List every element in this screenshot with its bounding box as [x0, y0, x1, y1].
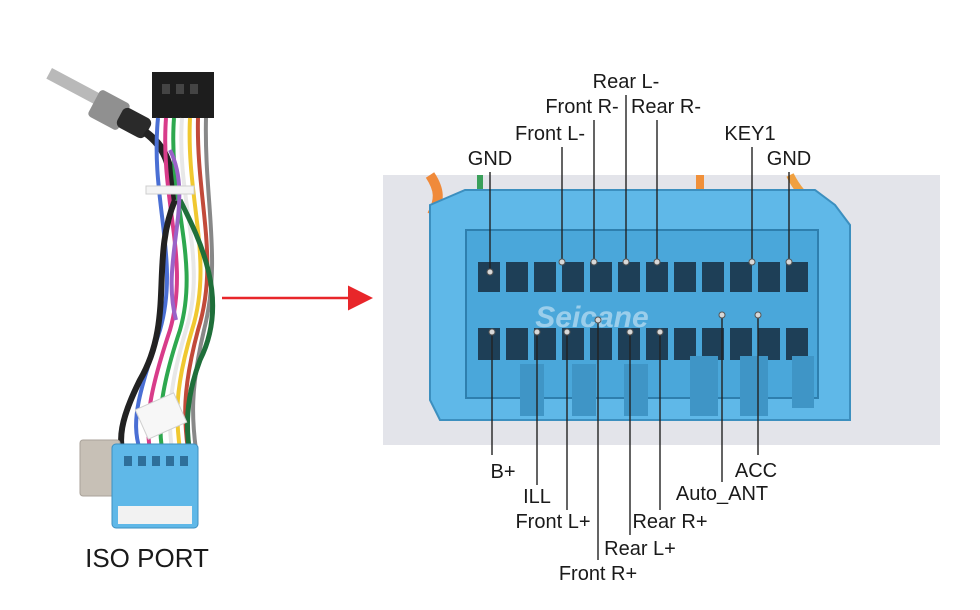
top-pin-label: KEY1 — [724, 123, 775, 145]
top-pin-label: Rear R- — [631, 96, 701, 118]
top-pin-contact — [785, 258, 793, 266]
harness-illustration — [46, 68, 216, 529]
bottom-pin-label: Rear L+ — [604, 538, 676, 560]
pin-leader-lines — [486, 95, 793, 560]
top-pin-contact — [590, 258, 598, 266]
bottom-row-cavities — [478, 328, 808, 360]
bottom-pin-contact — [656, 328, 664, 336]
bottom-pin-contact — [754, 311, 762, 319]
bottom-pin-label: Front L+ — [515, 511, 590, 533]
keying-slots — [520, 356, 814, 416]
top-pin-label: Front R- — [545, 96, 618, 118]
bottom-pin-label: Front R+ — [559, 563, 637, 585]
bottom-pin-contact — [718, 311, 726, 319]
bottom-pin-contact — [563, 328, 571, 336]
top-pin-label: GND — [767, 148, 811, 170]
top-pin-label: Rear L- — [593, 71, 660, 93]
blue-iso-connector-small — [111, 443, 199, 529]
top-pin-label: Front L- — [515, 123, 585, 145]
top-pin-contact — [622, 258, 630, 266]
top-pin-contact — [748, 258, 756, 266]
bottom-pin-label: B+ — [490, 461, 515, 483]
top-black-connector — [152, 72, 214, 118]
bottom-pin-contact — [626, 328, 634, 336]
bottom-pin-label: Rear R+ — [632, 511, 707, 533]
bottom-pin-contact — [488, 328, 496, 336]
bottom-pin-label: ILL — [523, 486, 551, 508]
connector-photo: Seicane — [383, 172, 940, 445]
iso-port-label: ISO PORT — [85, 543, 209, 573]
zip-tie — [145, 185, 195, 195]
bottom-pin-contact — [594, 316, 602, 324]
top-pin-label: GND — [468, 148, 512, 170]
bottom-pin-label: Auto_ANT — [676, 483, 768, 505]
top-pin-contact — [486, 268, 494, 276]
wire-tag — [134, 392, 188, 440]
top-row-cavities — [478, 262, 808, 292]
watermark: Seicane — [535, 301, 648, 334]
top-pin-contact — [653, 258, 661, 266]
bottom-pin-label: ACC — [735, 460, 777, 482]
top-pin-contact — [558, 258, 566, 266]
bottom-pin-contact — [533, 328, 541, 336]
